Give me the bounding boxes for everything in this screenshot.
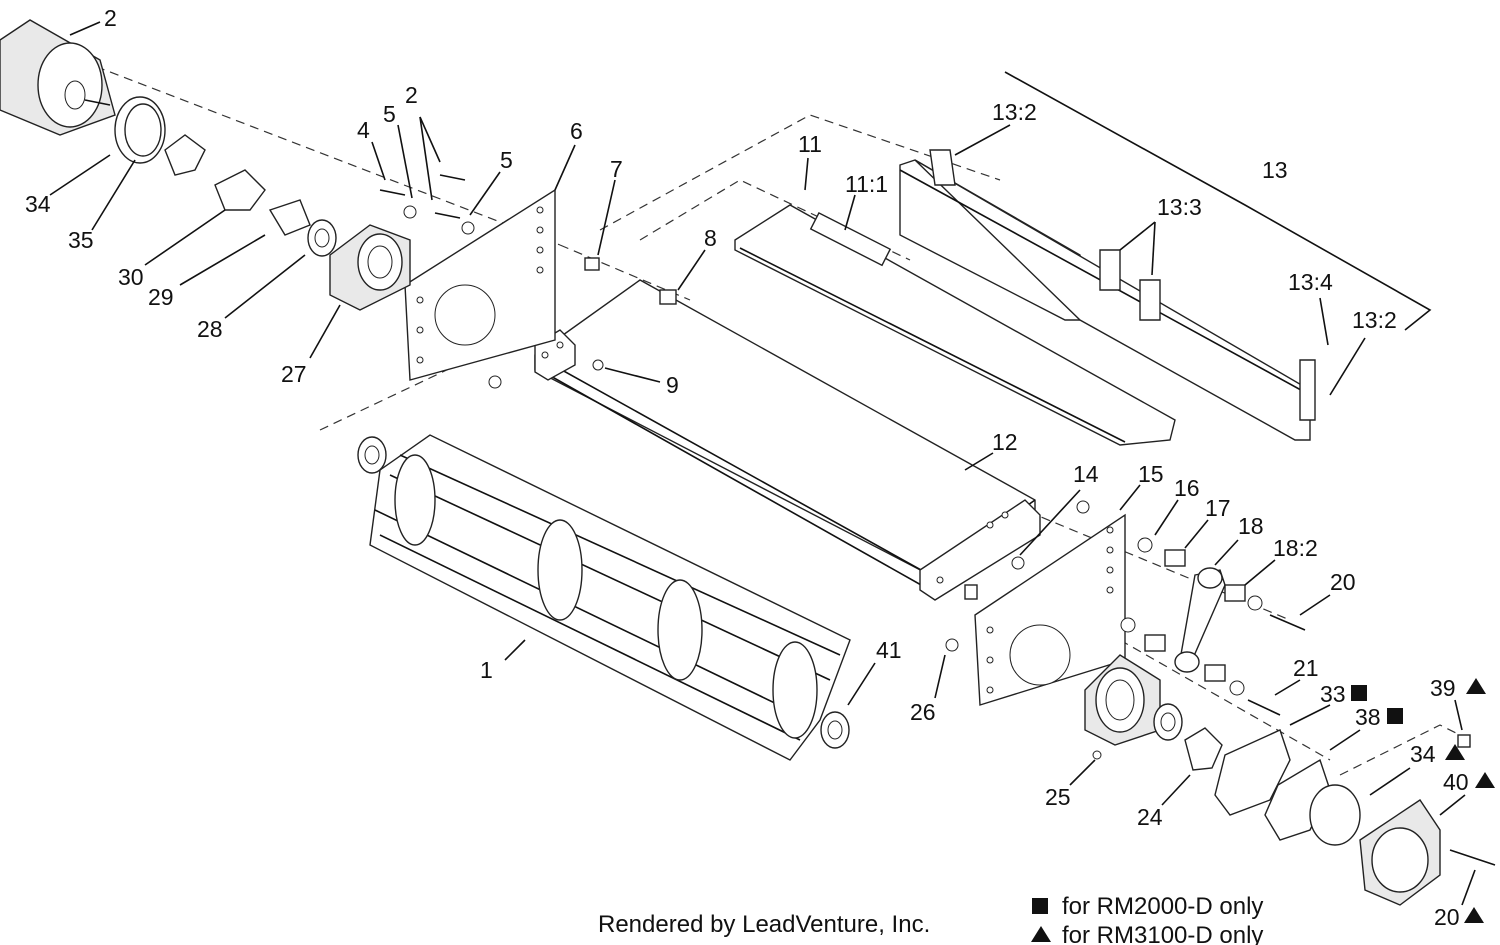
triangle-icon	[1464, 907, 1484, 923]
callout-9: 9	[666, 372, 679, 398]
shield-plate	[734, 204, 1176, 446]
callout-4: 4	[357, 117, 370, 143]
callout-18-2: 18:2	[1273, 535, 1318, 561]
callout-35: 35	[68, 227, 94, 253]
callout-25: 25	[1045, 784, 1071, 810]
reel	[357, 434, 851, 761]
footer: Rendered by LeadVenture, Inc. for RM2000…	[598, 893, 1263, 945]
callout-2: 2	[405, 82, 418, 108]
end-covers	[1214, 729, 1496, 906]
callout-labels: 2 34 35 30 29 28 27 4 5 2 5 6 7 8 9 11 1…	[25, 5, 1495, 930]
credit-text: Rendered by LeadVenture, Inc.	[598, 911, 930, 938]
callout-40: 40	[1443, 769, 1469, 795]
legend-square-text: for RM2000-D only	[1062, 893, 1263, 920]
callout-27: 27	[281, 361, 307, 387]
callout-38: 38	[1355, 704, 1381, 730]
callout-6: 6	[570, 118, 583, 144]
callout-34: 34	[25, 191, 51, 217]
callout-13-2: 13:2	[992, 99, 1037, 125]
triangle-icon	[1475, 772, 1495, 788]
callout-14: 14	[1073, 461, 1099, 487]
callout-13-2: 13:2	[1352, 307, 1397, 333]
legend-square-icon	[1032, 898, 1048, 914]
bolts-left	[379, 174, 677, 389]
callout-18: 18	[1238, 513, 1264, 539]
callout-33: 33	[1320, 681, 1346, 707]
callout-8: 8	[704, 225, 717, 251]
callout-20: 20	[1330, 569, 1356, 595]
leader-lines	[49, 21, 1476, 906]
callout-39: 39	[1430, 675, 1456, 701]
callout-26: 26	[910, 699, 936, 725]
callout-20: 20	[1434, 904, 1460, 930]
right-parts	[945, 500, 1306, 716]
callout-12: 12	[992, 429, 1018, 455]
bearing-housing-left	[329, 224, 411, 311]
callout-13-3: 13:3	[1157, 194, 1202, 220]
callout-2: 2	[104, 5, 117, 31]
callout-17: 17	[1205, 495, 1231, 521]
callout-21: 21	[1293, 655, 1319, 681]
square-icon	[1351, 685, 1367, 701]
callout-11: 11	[798, 131, 822, 157]
callout-7: 7	[610, 156, 623, 182]
callout-41: 41	[876, 637, 902, 663]
callout-13: 13	[1262, 157, 1288, 183]
motor	[0, 19, 116, 136]
square-icon	[1387, 708, 1403, 724]
callout-34: 34	[1410, 741, 1436, 767]
callout-15: 15	[1138, 461, 1164, 487]
triangle-icon	[1466, 678, 1486, 694]
callout-11-1: 11:1	[845, 171, 888, 197]
callout-13-4: 13:4	[1288, 269, 1333, 295]
callout-28: 28	[197, 316, 223, 342]
coupler-parts-left	[114, 96, 337, 257]
triangle-icon	[1445, 744, 1465, 760]
legend-triangle-text: for RM3100-D only	[1062, 922, 1263, 945]
callout-29: 29	[148, 284, 174, 310]
callout-5: 5	[500, 147, 513, 173]
bar-assembly	[899, 149, 1316, 441]
bearing-housing-right	[1084, 654, 1223, 771]
callout-16: 16	[1174, 475, 1200, 501]
left-side-plate	[404, 188, 556, 381]
callout-30: 30	[118, 264, 144, 290]
legend-triangle-icon	[1031, 926, 1051, 942]
frame-assembly	[534, 279, 1041, 601]
callout-1: 1	[480, 657, 493, 683]
callout-24: 24	[1137, 804, 1163, 830]
right-side-plate	[974, 513, 1126, 706]
callout-5: 5	[383, 101, 396, 127]
